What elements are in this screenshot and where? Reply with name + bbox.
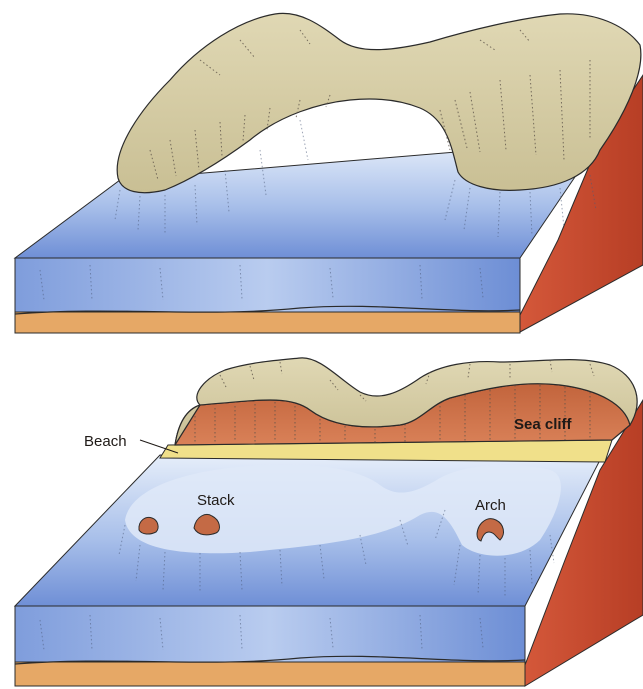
stack-label: Stack <box>197 492 235 509</box>
sea-front-face <box>15 606 525 662</box>
bottom-panel: Beach Sea cliff Stack Arch <box>15 358 643 686</box>
seabed-layer <box>15 312 520 333</box>
sea-cliff-label: Sea cliff <box>514 416 573 433</box>
arch-label: Arch <box>475 497 506 514</box>
stack-rock <box>139 518 158 535</box>
top-panel <box>15 13 643 333</box>
beach-label: Beach <box>84 433 127 450</box>
seabed-layer <box>15 662 525 686</box>
